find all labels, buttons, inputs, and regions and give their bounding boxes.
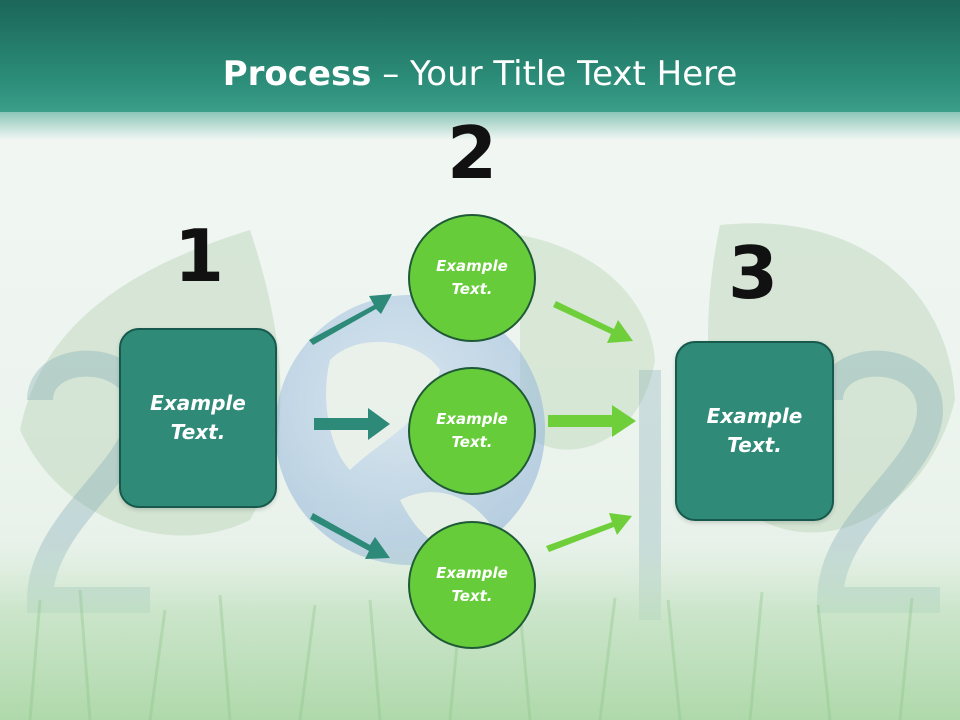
circle-middle[interactable]: Example Text. [408,367,536,495]
step-number-3: 3 [727,231,779,315]
circle-top[interactable]: Example Text. [408,214,536,342]
arrow-right-up [546,513,632,552]
circle-top-label: Example Text. [436,257,508,298]
right-box-label: Example Text. [706,404,803,457]
slide-title: Process – Your Title Text Here [0,52,960,96]
leaf-middle-shape [520,235,655,450]
title-bold: Process [222,54,372,94]
left-box[interactable]: Example Text. [119,328,277,508]
circle-bottom-label: Example Text. [436,564,508,605]
step-number-1: 1 [173,214,225,298]
arrow-right-down [553,301,633,343]
step-number-2: 2 [446,111,498,195]
left-box-label: Example Text. [150,391,246,444]
circle-bottom[interactable]: Example Text. [408,521,536,649]
right-box[interactable]: Example Text. [675,341,834,521]
arrow-left-down [310,513,390,559]
header-bar [0,0,960,112]
arrow-left-up [309,294,392,345]
title-rest: – Your Title Text Here [371,54,738,94]
circle-middle-label: Example Text. [436,410,508,451]
arrow-right-middle [548,405,636,437]
arrow-left-middle [314,408,390,440]
grass-blades-shape [28,589,914,720]
header-fade [0,112,960,140]
